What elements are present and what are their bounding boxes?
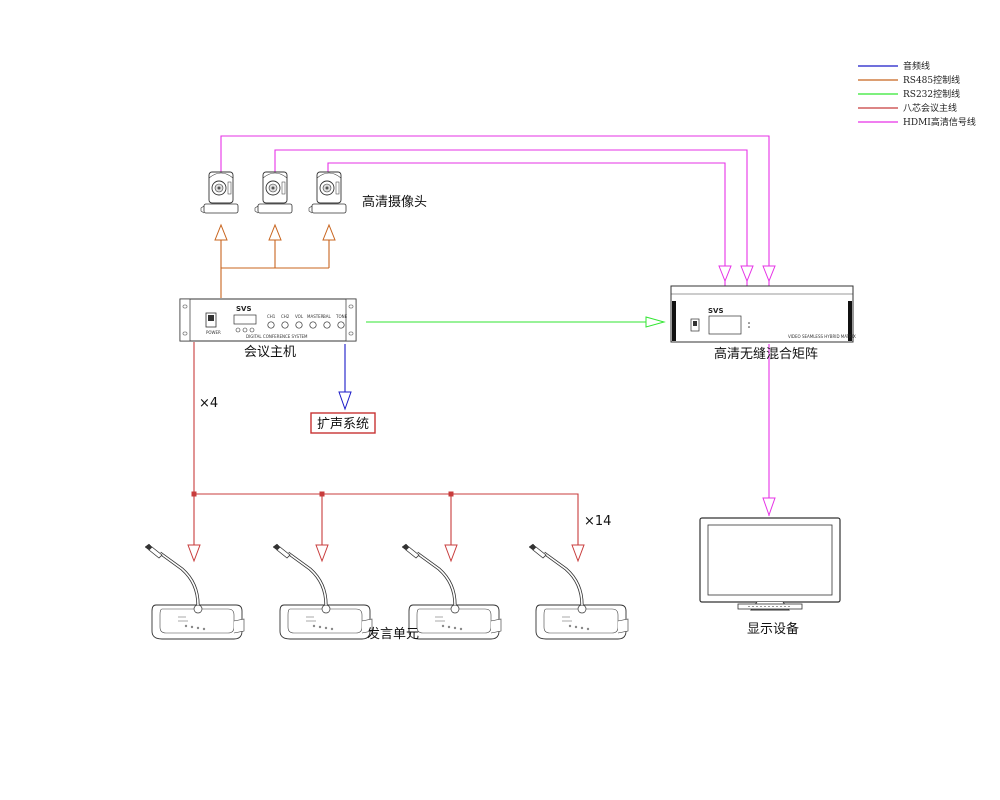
main8-junctions bbox=[191, 491, 454, 497]
speaker-system: 扩声系统 bbox=[310, 412, 376, 434]
display-device: 显示设备 bbox=[699, 517, 841, 637]
camera-1 bbox=[200, 171, 239, 214]
svg-text:八芯会议主线: 八芯会议主线 bbox=[903, 102, 957, 114]
hdmi-arrowheads bbox=[718, 265, 776, 517]
matrix-brand: SVS bbox=[708, 307, 724, 315]
audio-connection bbox=[338, 344, 352, 411]
hd-camera-group: 高清摄像头 bbox=[200, 171, 427, 214]
main8-connections bbox=[193, 342, 579, 545]
multiplier-x14: ×14 bbox=[584, 514, 611, 529]
legend-item-main8: 八芯会议主线 bbox=[858, 102, 957, 114]
matrix-label: 高清无缝混合矩阵 bbox=[714, 346, 818, 362]
hdmi-arrow-3 bbox=[762, 265, 776, 283]
hdmi-line-camera-2 bbox=[274, 149, 748, 288]
multiplier-x4: ×4 bbox=[199, 396, 218, 411]
host-brand: SVS bbox=[236, 305, 252, 313]
hdmi-arrow-2 bbox=[740, 265, 754, 283]
delegate-units: 发言单元 bbox=[143, 542, 630, 642]
camera-2 bbox=[254, 171, 293, 214]
camera-label: 高清摄像头 bbox=[362, 194, 427, 210]
svg-text:BAL: BAL bbox=[323, 314, 331, 319]
speaker-system-label: 扩声系统 bbox=[317, 417, 369, 432]
svg-text:MASTER: MASTER bbox=[307, 314, 324, 319]
host-knobs: CH1 CH2 VOL MASTER BAL TONE bbox=[267, 314, 348, 329]
rs485-arrowheads bbox=[214, 223, 336, 241]
svg-text:TONE: TONE bbox=[335, 314, 348, 319]
svg-text:POWER: POWER bbox=[206, 330, 221, 335]
svg-text:CH2: CH2 bbox=[281, 314, 290, 319]
legend-item-rs485: RS485控制线 bbox=[858, 74, 960, 86]
svg-text:音频线: 音频线 bbox=[903, 60, 930, 72]
hdmi-line-camera-1 bbox=[220, 135, 770, 288]
conference-host: POWER SVS CH1 CH2 VOL MASTER BAL TONE DI… bbox=[179, 298, 357, 360]
svg-text:VOL: VOL bbox=[295, 314, 304, 319]
svg-text:CH1: CH1 bbox=[267, 314, 276, 319]
display-label: 显示设备 bbox=[747, 621, 799, 637]
host-label: 会议主机 bbox=[244, 345, 296, 360]
svg-text:RS485控制线: RS485控制线 bbox=[903, 74, 960, 86]
main8-arrowheads bbox=[187, 544, 585, 563]
svg-text:HDMI高清信号线: HDMI高清信号线 bbox=[903, 116, 976, 128]
matrix-display bbox=[708, 315, 742, 335]
legend: 音频线 RS485控制线 RS232控制线 八芯会议主线 HDMI高清信号线 bbox=[858, 60, 976, 128]
legend-item-hdmi: HDMI高清信号线 bbox=[858, 116, 976, 128]
svg-text:VIDEO SEAMLESS HYBRID MATRIX: VIDEO SEAMLESS HYBRID MATRIX bbox=[788, 334, 856, 339]
hdmi-connections bbox=[220, 135, 770, 516]
legend-item-audio: 音频线 bbox=[858, 60, 930, 72]
svg-text:DIGITAL CONFERENCE SYSTEM: DIGITAL CONFERENCE SYSTEM bbox=[246, 334, 308, 339]
legend-item-rs232: RS232控制线 bbox=[858, 88, 960, 100]
hdmi-arrow-1 bbox=[718, 265, 732, 283]
hdmi-arrow-display bbox=[762, 497, 776, 517]
units-label: 发言单元 bbox=[367, 626, 419, 642]
camera-3 bbox=[308, 171, 347, 214]
svg-text:RS232控制线: RS232控制线 bbox=[903, 88, 960, 100]
rs485-connections bbox=[220, 238, 330, 298]
host-display bbox=[233, 314, 257, 325]
hdmi-line-camera-3 bbox=[327, 162, 726, 288]
rs232-connection bbox=[366, 316, 666, 328]
hd-seamless-matrix: SVS VIDEO SEAMLESS HYBRID MATRIX 高清无缝混合矩… bbox=[670, 285, 856, 362]
